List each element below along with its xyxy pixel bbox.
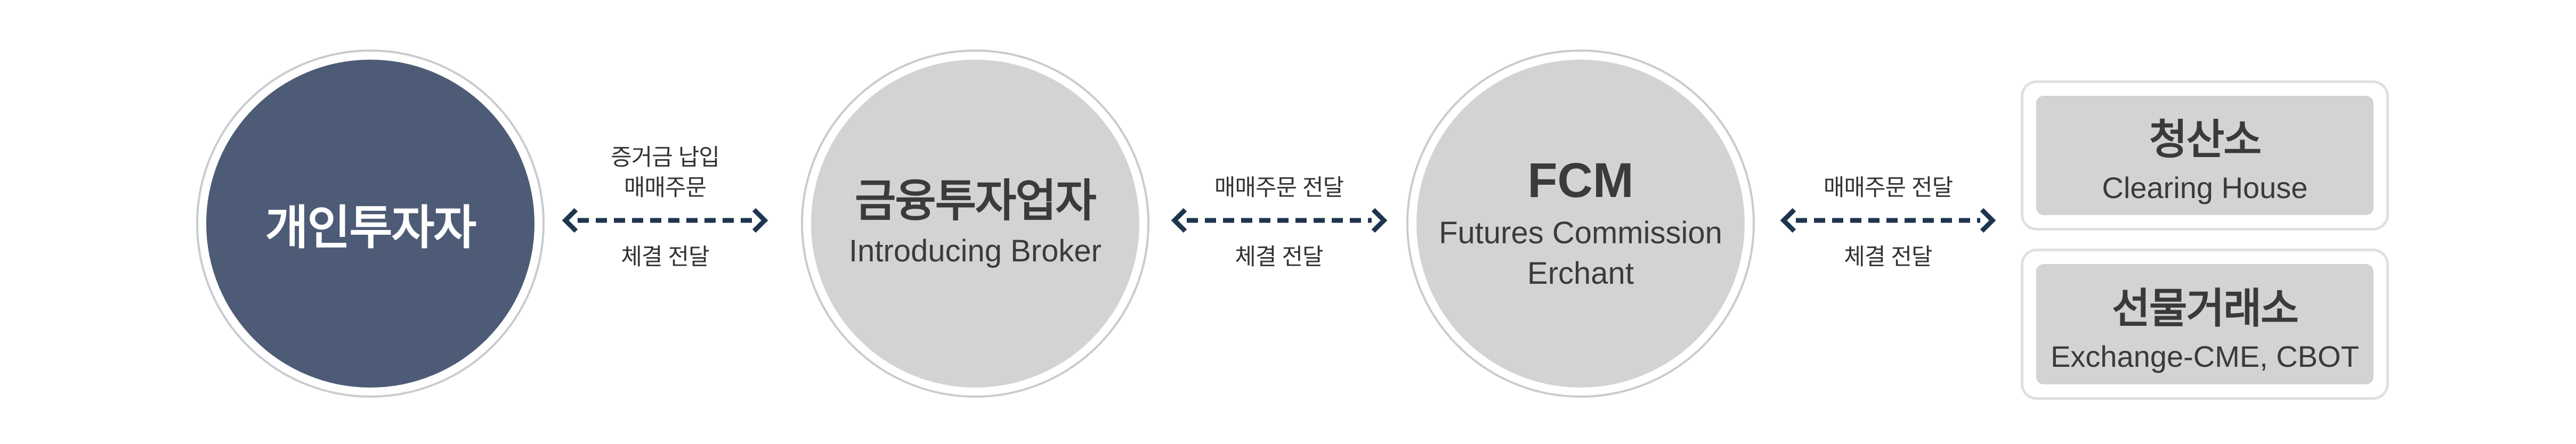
- connector3-label-order-transfer: 매매주문 전달: [1823, 175, 1953, 201]
- node-individual-investor: 개인투자자: [196, 50, 545, 398]
- introducing-broker-label-en: Introducing Broker: [849, 233, 1101, 268]
- fcm-circle: FCM Futures Commission Erchant: [1416, 60, 1745, 388]
- clearing-house-label-en: Clearing House: [2102, 170, 2308, 204]
- connector1-label-trade-order: 매매주문: [623, 175, 707, 201]
- connector1-label-execution: 체결 전달: [621, 244, 709, 270]
- introducing-broker-label-ko: 금융투자업자: [855, 176, 1097, 226]
- connector1-label-margin-deposit: 증거금 납입: [611, 145, 720, 170]
- introducing-broker-circle: 금융투자업자 Introducing Broker: [811, 60, 1139, 388]
- dashed-double-arrow-1: [562, 208, 768, 233]
- connector3-label-execution: 체결 전달: [1844, 244, 1932, 270]
- connector1-labels-above: 증거금 납입 매매주문: [558, 143, 772, 203]
- connector2-label-order-transfer: 매매주문 전달: [1214, 175, 1344, 201]
- futures-exchange-panel: 선물거래소 Exchange-CME, CBOT: [2036, 264, 2374, 384]
- fcm-label-ko: FCM: [1527, 153, 1634, 208]
- fcm-label-en-line1: Futures Commission: [1439, 216, 1722, 251]
- individual-investor-label: 개인투자자: [265, 201, 477, 254]
- node-introducing-broker: 금융투자업자 Introducing Broker: [801, 50, 1149, 398]
- connector2-label-execution: 체결 전달: [1235, 244, 1323, 270]
- clearing-house-panel: 청산소 Clearing House: [2036, 96, 2374, 215]
- dashed-double-arrow-3: [1780, 208, 1996, 233]
- clearing-house-label-ko: 청산소: [2149, 116, 2262, 163]
- node-clearing-house: 청산소 Clearing House: [2021, 80, 2389, 231]
- node-fcm: FCM Futures Commission Erchant: [1406, 50, 1755, 398]
- individual-investor-circle: 개인투자자: [206, 60, 534, 388]
- futures-exchange-label-ko: 선물거래소: [2112, 284, 2299, 332]
- futures-exchange-label-en: Exchange-CME, CBOT: [2051, 339, 2359, 373]
- dashed-double-arrow-2: [1171, 208, 1388, 233]
- node-futures-exchange: 선물거래소 Exchange-CME, CBOT: [2021, 249, 2389, 400]
- fcm-label-en-line2: Erchant: [1527, 256, 1634, 291]
